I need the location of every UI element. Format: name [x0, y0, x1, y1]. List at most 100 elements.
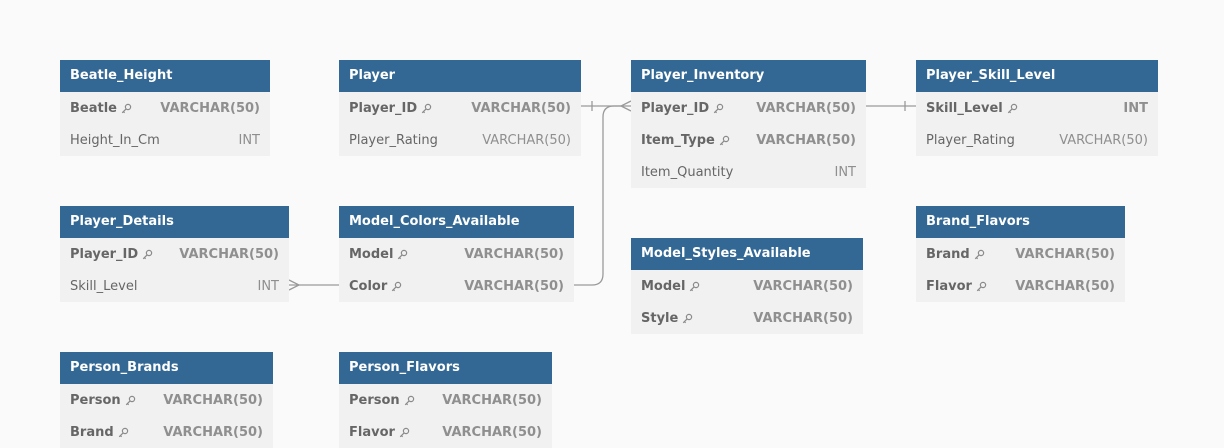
column-name: Skill_Level: [926, 100, 1003, 116]
relationship-colors-to-inventory: [574, 105, 621, 286]
column-name: Model: [349, 246, 394, 262]
table-model-styles-available[interactable]: Model_Styles_Available Model VARCHAR(50)…: [631, 238, 863, 334]
column-type: VARCHAR(50): [1059, 132, 1148, 148]
table-title: Person_Flavors: [339, 352, 552, 384]
column-name: Person: [70, 392, 121, 408]
key-icon: [118, 427, 129, 438]
table-person-flavors[interactable]: Person_Flavors Person VARCHAR(50) Flavor…: [339, 352, 552, 448]
column-type: INT: [834, 164, 857, 180]
column-type: VARCHAR(50): [756, 132, 856, 148]
column-row: Brand VARCHAR(50): [60, 416, 273, 448]
column-name: Player_ID: [349, 100, 418, 116]
column-row: Style VARCHAR(50): [631, 302, 863, 334]
table-model-colors-available[interactable]: Model_Colors_Available Model VARCHAR(50)…: [339, 206, 574, 302]
key-icon: [421, 103, 432, 114]
relationship-player-to-inventory: [581, 100, 632, 112]
key-icon: [974, 249, 985, 260]
key-icon: [121, 103, 132, 114]
column-type: VARCHAR(50): [442, 392, 542, 408]
column-name: Player_ID: [641, 100, 710, 116]
column-row: Player_ID VARCHAR(50): [631, 92, 866, 124]
key-icon: [404, 395, 415, 406]
table-player[interactable]: Player Player_ID VARCHAR(50) Player_Rati…: [339, 60, 581, 156]
table-title: Person_Brands: [60, 352, 273, 384]
column-type: VARCHAR(50): [442, 424, 542, 440]
column-type: INT: [1123, 100, 1148, 116]
column-row: Player_ID VARCHAR(50): [60, 238, 289, 270]
column-type: VARCHAR(50): [471, 100, 571, 116]
table-title: Player_Inventory: [631, 60, 866, 92]
relationship-colors-to-details: [288, 279, 339, 291]
column-type: VARCHAR(50): [482, 132, 571, 148]
column-row: Person VARCHAR(50): [339, 384, 552, 416]
relationship-inventory-to-skill-level: [866, 101, 916, 111]
column-row: Player_Rating VARCHAR(50): [339, 124, 581, 156]
column-row: Model VARCHAR(50): [631, 270, 863, 302]
column-row: Model VARCHAR(50): [339, 238, 574, 270]
column-row: Player_Rating VARCHAR(50): [916, 124, 1158, 156]
key-icon: [689, 281, 700, 292]
column-name: Player_Rating: [926, 132, 1015, 148]
column-type: INT: [238, 132, 261, 148]
column-row: Height_In_Cm INT: [60, 124, 270, 156]
column-row: Skill_Level INT: [60, 270, 289, 302]
table-title: Model_Colors_Available: [339, 206, 574, 238]
column-type: VARCHAR(50): [753, 278, 853, 294]
key-icon: [391, 281, 402, 292]
table-player-inventory[interactable]: Player_Inventory Player_ID VARCHAR(50) I…: [631, 60, 866, 188]
table-brand-flavors[interactable]: Brand_Flavors Brand VARCHAR(50) Flavor V…: [916, 206, 1125, 302]
table-person-brands[interactable]: Person_Brands Person VARCHAR(50) Brand V…: [60, 352, 273, 448]
column-type: VARCHAR(50): [464, 246, 564, 262]
column-name: Flavor: [349, 424, 395, 440]
column-row: Beatle VARCHAR(50): [60, 92, 270, 124]
column-row: Flavor VARCHAR(50): [916, 270, 1125, 302]
column-row: Color VARCHAR(50): [339, 270, 574, 302]
column-name: Player_Rating: [349, 132, 438, 148]
column-type: VARCHAR(50): [753, 310, 853, 326]
table-title: Beatle_Height: [60, 60, 270, 92]
table-title: Model_Styles_Available: [631, 238, 863, 270]
table-title: Player_Skill_Level: [916, 60, 1158, 92]
key-icon: [399, 427, 410, 438]
column-name: Person: [349, 392, 400, 408]
column-type: VARCHAR(50): [756, 100, 856, 116]
column-row: Person VARCHAR(50): [60, 384, 273, 416]
key-icon: [397, 249, 408, 260]
column-row: Flavor VARCHAR(50): [339, 416, 552, 448]
key-icon: [976, 281, 987, 292]
column-row: Item_Quantity INT: [631, 156, 866, 188]
table-player-skill-level[interactable]: Player_Skill_Level Skill_Level INT Playe…: [916, 60, 1158, 156]
column-type: VARCHAR(50): [464, 278, 564, 294]
column-name: Player_ID: [70, 246, 139, 262]
table-beatle-height[interactable]: Beatle_Height Beatle VARCHAR(50) Height_…: [60, 60, 270, 156]
column-name: Item_Quantity: [641, 164, 734, 180]
key-icon: [1007, 103, 1018, 114]
column-type: VARCHAR(50): [1015, 246, 1115, 262]
column-name: Item_Type: [641, 132, 715, 148]
column-name: Height_In_Cm: [70, 132, 160, 148]
table-title: Player_Details: [60, 206, 289, 238]
key-icon: [682, 313, 693, 324]
column-type: VARCHAR(50): [179, 246, 279, 262]
key-icon: [125, 395, 136, 406]
column-type: INT: [257, 278, 280, 294]
column-name: Color: [349, 278, 388, 294]
column-name: Style: [641, 310, 679, 326]
column-name: Skill_Level: [70, 278, 138, 294]
key-icon: [719, 135, 730, 146]
table-title: Player: [339, 60, 581, 92]
column-name: Model: [641, 278, 686, 294]
column-type: VARCHAR(50): [163, 392, 263, 408]
column-type: VARCHAR(50): [1015, 278, 1115, 294]
column-name: Brand: [926, 246, 970, 262]
key-icon: [713, 103, 724, 114]
table-title: Brand_Flavors: [916, 206, 1125, 238]
key-icon: [142, 249, 153, 260]
column-row: Item_Type VARCHAR(50): [631, 124, 866, 156]
column-row: Brand VARCHAR(50): [916, 238, 1125, 270]
column-row: Player_ID VARCHAR(50): [339, 92, 581, 124]
column-name: Flavor: [926, 278, 972, 294]
column-name: Beatle: [70, 100, 117, 116]
table-player-details[interactable]: Player_Details Player_ID VARCHAR(50) Ski…: [60, 206, 289, 302]
